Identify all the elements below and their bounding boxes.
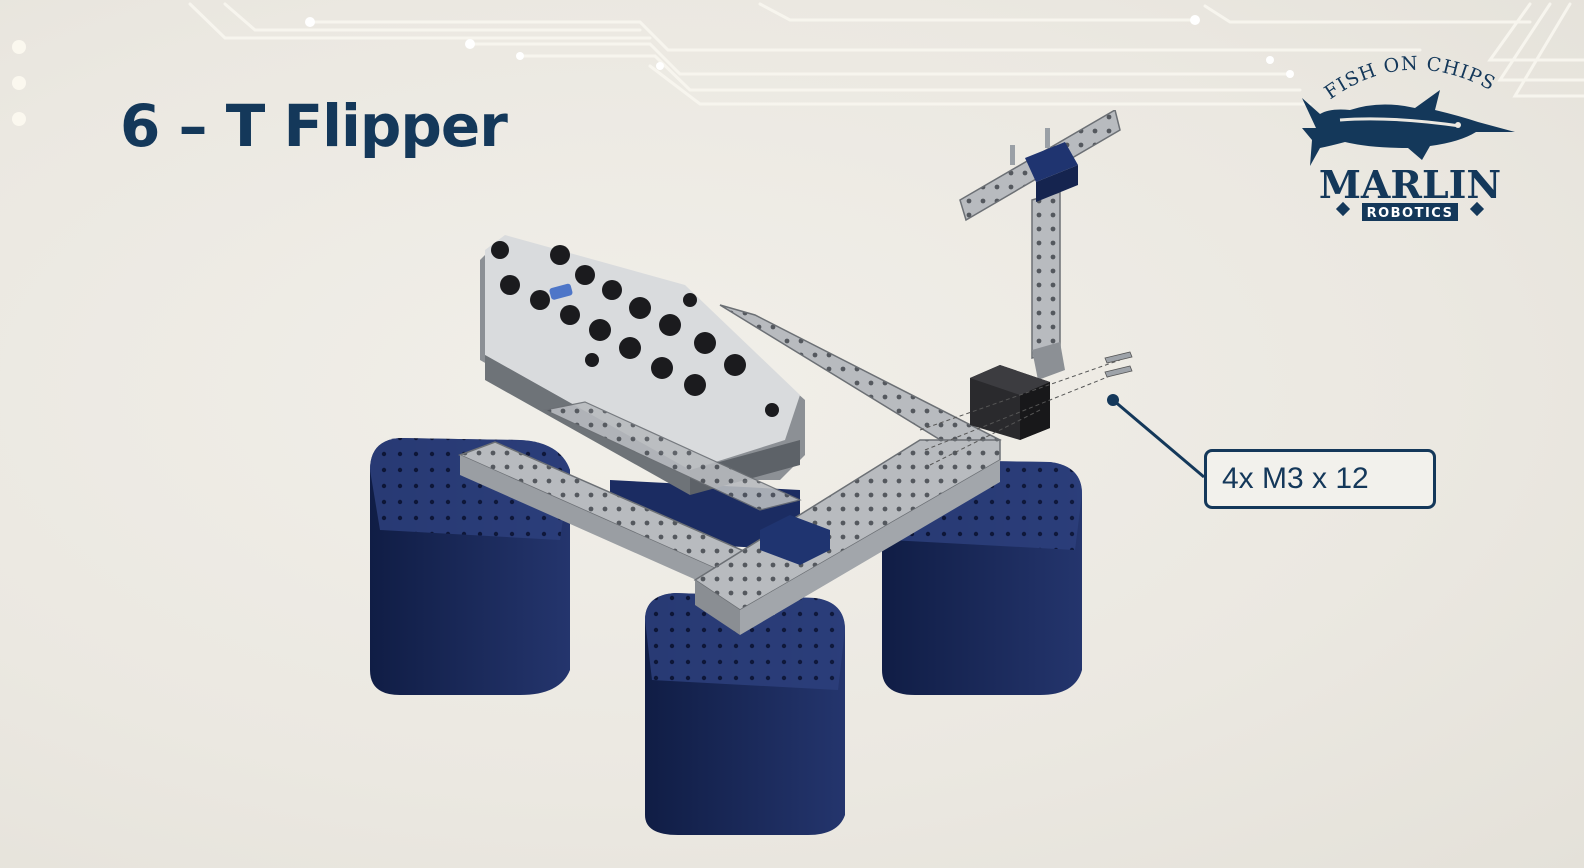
servo <box>970 365 1050 440</box>
m3-screws <box>1104 351 1133 378</box>
diamond-icon <box>1335 201 1485 217</box>
marlin-robotics-logo: FISH ON CHIPS MARLIN ROBOTICS <box>1302 53 1515 221</box>
logo-sub-banner <box>1362 203 1458 221</box>
slide-title: 6 – T Flipper <box>120 92 508 160</box>
callout-leader-line <box>1107 394 1205 479</box>
decorative-dots <box>12 40 32 130</box>
explode-lines <box>919 359 1121 466</box>
screw-callout: 4x M3 x 12 <box>1204 449 1436 509</box>
logo-sub-text: ROBOTICS <box>1367 206 1454 221</box>
robot-assembly-illustration <box>370 110 1133 835</box>
logo-brand-text: MARLIN <box>1319 162 1501 207</box>
float-front <box>645 593 845 835</box>
t-flipper-arm <box>959 110 1121 380</box>
servo-bracket <box>760 515 830 565</box>
logo-arc-text: FISH ON CHIPS <box>1321 53 1500 104</box>
circuit-trace-decoration <box>188 2 1584 106</box>
frame-rails <box>458 304 1002 635</box>
callout-label: 4x M3 x 12 <box>1222 462 1369 495</box>
marlin-fish-icon <box>1302 90 1515 166</box>
